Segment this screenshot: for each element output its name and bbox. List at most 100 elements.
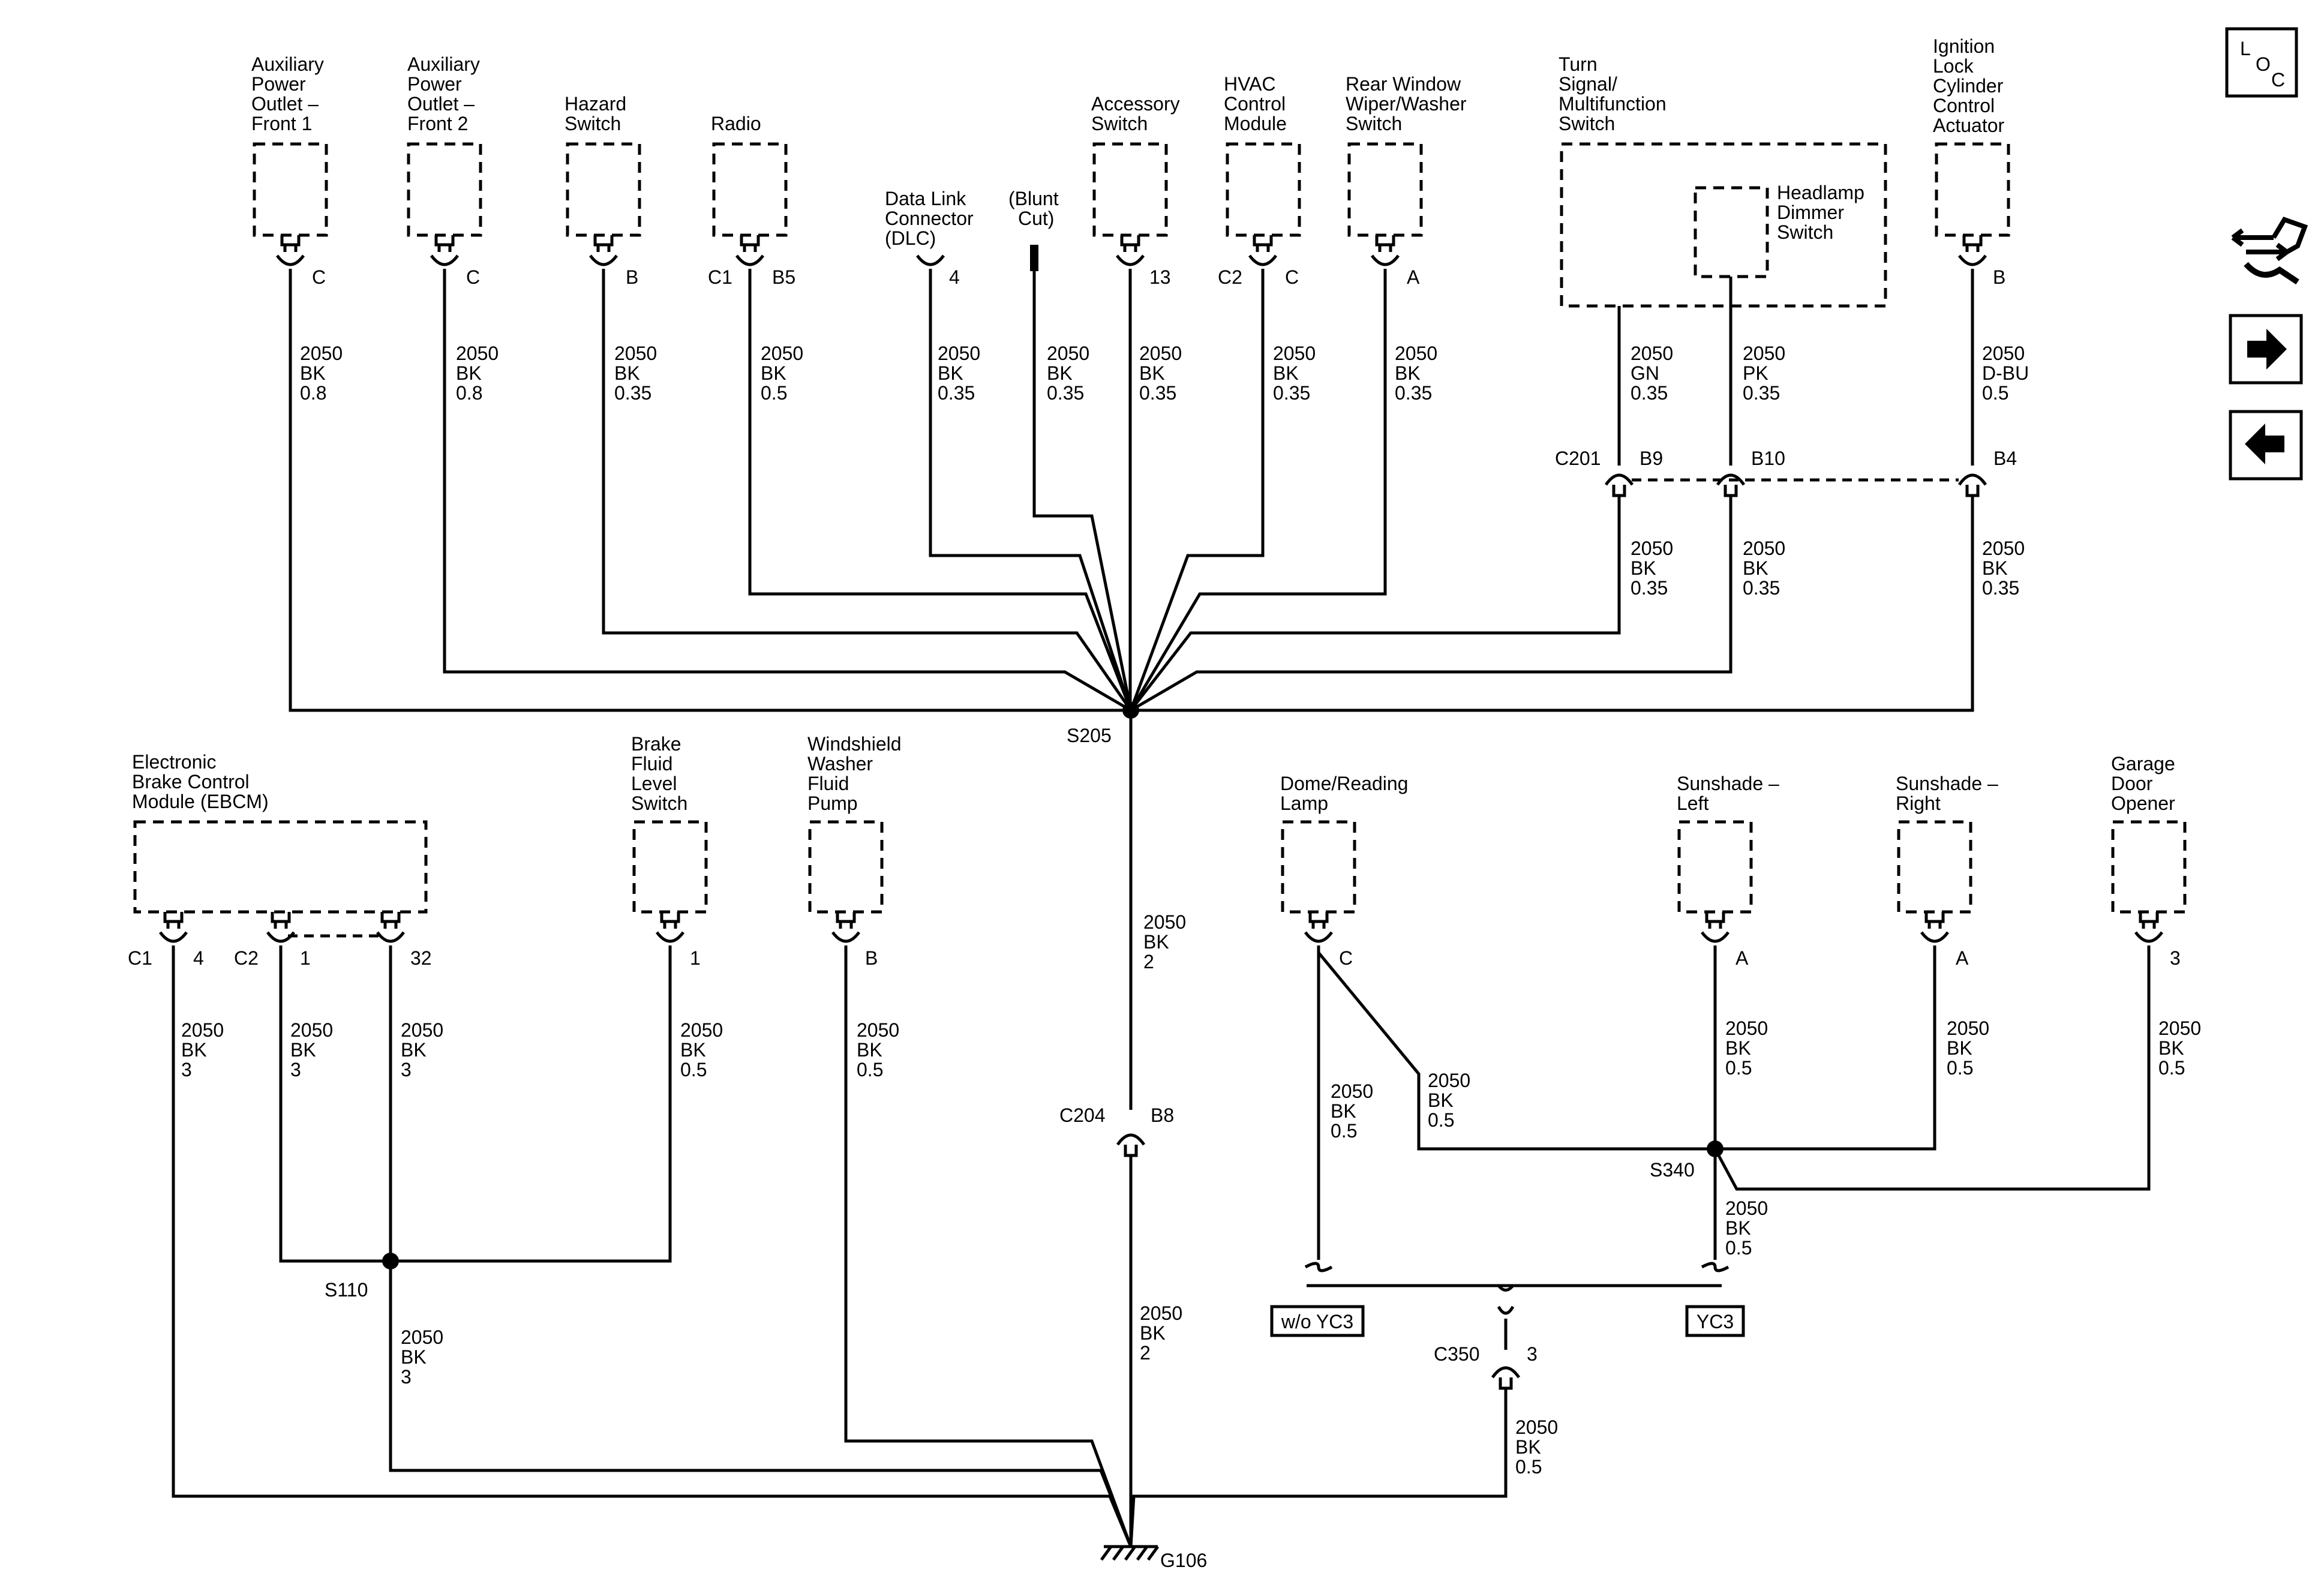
splice-s205-label: S205: [1067, 725, 1112, 746]
svg-text:2050: 2050: [1395, 343, 1437, 364]
svg-text:2050: 2050: [761, 343, 803, 364]
svg-text:Brake Control: Brake Control: [132, 771, 250, 792]
svg-text:BK: BK: [1395, 362, 1421, 384]
svg-text:BK: BK: [2158, 1037, 2184, 1059]
svg-text:3: 3: [1527, 1343, 1538, 1365]
svg-text:Opener: Opener: [2111, 792, 2175, 814]
svg-text:C: C: [2271, 69, 2285, 91]
svg-text:Washer: Washer: [807, 753, 873, 775]
connector-symbols-top: [275, 235, 1987, 276]
svg-text:B8: B8: [1151, 1104, 1174, 1126]
wire-circuit: 2050: [300, 343, 343, 364]
svg-text:2050: 2050: [1631, 343, 1673, 364]
svg-text:Switch: Switch: [565, 113, 621, 134]
svg-text:2050: 2050: [857, 1019, 899, 1041]
svg-text:Garage: Garage: [2111, 753, 2175, 775]
svg-text:4: 4: [949, 266, 960, 288]
svg-text:Windshield: Windshield: [807, 733, 902, 755]
component-box: [1092, 142, 1168, 237]
svg-text:Switch: Switch: [1777, 221, 1833, 243]
svg-text:Signal/: Signal/: [1559, 73, 1617, 95]
svg-text:Wiper/Washer: Wiper/Washer: [1346, 93, 1467, 115]
svg-text:C201: C201: [1555, 448, 1601, 469]
svg-text:BK: BK: [1428, 1089, 1454, 1111]
svg-text:BK: BK: [1725, 1217, 1751, 1239]
svg-text:B: B: [626, 266, 638, 288]
trunk-s205-g106: 2050 BK 2 C204 B8 2050 BK 2: [1059, 710, 1186, 1547]
svg-text:Dome/Reading: Dome/Reading: [1280, 773, 1408, 794]
component-box: [133, 820, 428, 914]
component-windshield-washer-fluid-pump: Windshield Washer Fluid Pump B 2050 BK 0…: [807, 733, 902, 1080]
svg-text:0.35: 0.35: [1395, 382, 1432, 404]
component-brake-fluid-level-switch: Brake Fluid Level Switch 1 2050 BK 0.5: [631, 733, 723, 1080]
component-dome-reading-lamp: Dome/Reading Lamp C 2050 BK 0.5 2050 BK …: [1280, 773, 1470, 1142]
svg-text:BK: BK: [857, 1039, 882, 1061]
svg-text:Sunshade –: Sunshade –: [1677, 773, 1779, 794]
svg-text:4: 4: [193, 947, 204, 969]
svg-text:O: O: [2256, 53, 2271, 75]
svg-text:2050: 2050: [1631, 538, 1673, 559]
svg-text:Fluid: Fluid: [631, 753, 672, 775]
svg-text:Control: Control: [1933, 95, 1995, 116]
component-box: [566, 142, 641, 237]
svg-text:2050: 2050: [1743, 538, 1785, 559]
svg-text:2050: 2050: [1725, 1017, 1768, 1039]
svg-text:A: A: [1736, 947, 1749, 969]
svg-text:Ignition: Ignition: [1933, 35, 1995, 57]
svg-text:Fluid: Fluid: [807, 773, 849, 794]
svg-text:0.5: 0.5: [1982, 382, 2008, 404]
loc-icon[interactable]: L O C: [2225, 27, 2298, 98]
svg-text:Cut): Cut): [1018, 208, 1054, 229]
svg-text:PK: PK: [1743, 362, 1768, 384]
svg-text:Multifunction: Multifunction: [1559, 93, 1667, 115]
svg-text:(DLC): (DLC): [885, 227, 936, 249]
svg-text:2050: 2050: [1428, 1070, 1470, 1091]
component-turn-signal-multifunction-switch: Turn Signal/ Multifunction Switch Headla…: [1559, 53, 1887, 404]
svg-text:2050: 2050: [401, 1019, 443, 1041]
svg-text:Rear Window: Rear Window: [1346, 73, 1461, 95]
svg-text:2050: 2050: [181, 1019, 224, 1041]
svg-text:GN: GN: [1631, 362, 1659, 384]
svg-text:0.35: 0.35: [1047, 382, 1084, 404]
svg-text:A: A: [1407, 266, 1420, 288]
svg-text:0.5: 0.5: [1428, 1109, 1454, 1131]
svg-text:Connector: Connector: [885, 208, 974, 229]
svg-text:Hazard: Hazard: [565, 93, 626, 115]
svg-text:0.35: 0.35: [1139, 382, 1176, 404]
svg-text:B10: B10: [1751, 448, 1785, 469]
svg-text:0.35: 0.35: [1982, 577, 2019, 599]
svg-text:C1: C1: [128, 947, 152, 969]
svg-text:0.8: 0.8: [456, 382, 482, 404]
component-box: [1935, 142, 2010, 237]
svg-text:Module: Module: [1224, 113, 1287, 134]
svg-text:BK: BK: [1725, 1037, 1751, 1059]
ground-g106: G106: [1100, 1545, 1207, 1571]
svg-text:A: A: [1956, 947, 1969, 969]
arrow-right-icon[interactable]: [2229, 314, 2303, 385]
svg-text:Actuator: Actuator: [1933, 115, 2005, 136]
arrow-left-icon[interactable]: [2229, 410, 2303, 481]
svg-text:0.5: 0.5: [1515, 1456, 1542, 1478]
svg-text:1: 1: [300, 947, 311, 969]
svg-text:Outlet –: Outlet –: [407, 93, 475, 115]
svg-text:Accessory: Accessory: [1091, 93, 1180, 115]
svg-text:BK: BK: [1947, 1037, 1972, 1059]
svg-text:2050: 2050: [1743, 343, 1785, 364]
svg-text:C350: C350: [1434, 1343, 1480, 1365]
svg-text:B4: B4: [1993, 448, 2017, 469]
svg-text:BK: BK: [1140, 1322, 1166, 1344]
splice-s110-label: S110: [325, 1279, 368, 1301]
svg-text:3: 3: [2170, 947, 2181, 969]
svg-text:B: B: [1993, 266, 2005, 288]
svg-text:Dimmer: Dimmer: [1777, 202, 1844, 223]
svg-text:C204: C204: [1059, 1104, 1106, 1126]
svg-text:C1: C1: [708, 266, 732, 288]
component-sunshade-right: Sunshade – Right A 2050 BK 0.5: [1896, 773, 1998, 1079]
harness-icon[interactable]: [2231, 217, 2308, 285]
svg-text:Switch: Switch: [1346, 113, 1402, 134]
svg-text:2050: 2050: [1982, 343, 2025, 364]
component-hazard-switch: Hazard Switch B 2050 BK 0.35: [565, 93, 657, 404]
label-line: Power: [251, 73, 306, 95]
svg-text:Control: Control: [1224, 93, 1286, 115]
wires-right-to-g106: S340 2050 BK 0.5 w/o YC3 YC3 C350 3 2050…: [1129, 951, 2151, 1547]
